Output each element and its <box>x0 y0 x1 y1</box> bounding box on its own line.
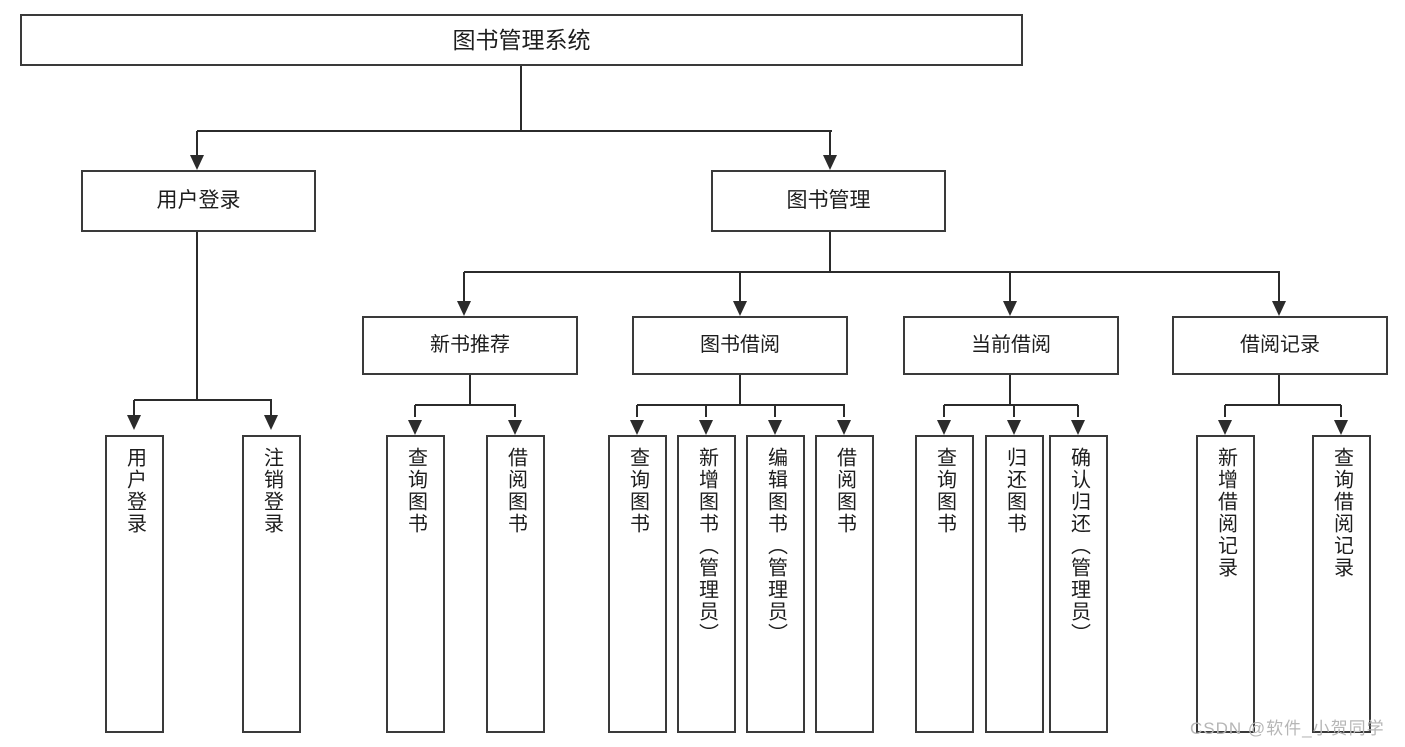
node-leaf-borrow-book-rec-label: 借阅图书 <box>504 447 527 535</box>
edge-bm-c4 <box>1278 272 1280 301</box>
node-root[interactable]: 图书管理系统 <box>20 14 1023 66</box>
edge-root-trunk <box>520 66 522 131</box>
edge-user-login-c1 <box>133 400 135 415</box>
edge-book-manage-trunk <box>829 232 831 272</box>
edge-record-c2 <box>1340 405 1342 417</box>
arrowhead-leaf-8 <box>837 420 851 435</box>
node-leaf-borrow-book-rec[interactable]: 借阅图书 <box>486 435 545 733</box>
edge-bm-c1 <box>463 272 465 301</box>
node-leaf-query-book[interactable]: 查询图书 <box>608 435 667 733</box>
node-leaf-edit-book-admin-label: 编辑图书（管理员） <box>764 447 787 645</box>
node-leaf-confirm-return-admin[interactable]: 确认归还（管理员） <box>1049 435 1108 733</box>
edge-root-to-book-manage <box>829 131 831 155</box>
edge-current-c3 <box>1077 405 1079 417</box>
node-leaf-borrow-book[interactable]: 借阅图书 <box>815 435 874 733</box>
arrowhead-book-manage <box>823 155 837 170</box>
edge-current-bus <box>944 404 1078 406</box>
arrowhead-leaf-4 <box>508 420 522 435</box>
edge-current-c1 <box>943 405 945 417</box>
node-leaf-edit-book-admin[interactable]: 编辑图书（管理员） <box>746 435 805 733</box>
node-leaf-return-book[interactable]: 归还图书 <box>985 435 1044 733</box>
edge-borrow-c4 <box>843 405 845 417</box>
node-user-login-label: 用户登录 <box>156 188 241 212</box>
edge-borrow-trunk <box>739 375 741 405</box>
edge-record-trunk <box>1278 375 1280 405</box>
node-leaf-query-book-label: 查询图书 <box>626 447 649 535</box>
edge-current-trunk <box>1009 375 1011 405</box>
edge-current-c2 <box>1013 405 1015 417</box>
node-leaf-borrow-book-label: 借阅图书 <box>833 447 856 535</box>
node-leaf-add-borrow-record[interactable]: 新增借阅记录 <box>1196 435 1255 733</box>
edge-root-bus <box>197 130 832 132</box>
arrowhead-leaf-9 <box>937 420 951 435</box>
arrowhead-leaf-6 <box>699 420 713 435</box>
arrowhead-user-login <box>190 155 204 170</box>
node-user-login[interactable]: 用户登录 <box>81 170 316 232</box>
arrowhead-current-borrow <box>1003 301 1017 316</box>
node-new-book-recommend-label: 新书推荐 <box>430 334 510 356</box>
node-book-borrow-label: 图书借阅 <box>700 334 780 356</box>
edge-user-login-trunk <box>196 232 198 400</box>
node-leaf-query-book-cur[interactable]: 查询图书 <box>915 435 974 733</box>
node-leaf-query-book-rec[interactable]: 查询图书 <box>386 435 445 733</box>
edge-rec-c2 <box>514 405 516 417</box>
edge-root-to-user-login <box>196 131 198 155</box>
arrowhead-leaf-2 <box>264 415 278 430</box>
arrowhead-leaf-3 <box>408 420 422 435</box>
arrowhead-leaf-7 <box>768 420 782 435</box>
edge-rec-c1 <box>414 405 416 417</box>
node-book-manage[interactable]: 图书管理 <box>711 170 946 232</box>
node-leaf-add-borrow-record-label: 新增借阅记录 <box>1214 447 1237 579</box>
edge-book-manage-bus <box>464 271 1280 273</box>
edge-record-c1 <box>1224 405 1226 417</box>
node-leaf-query-book-rec-label: 查询图书 <box>404 447 427 535</box>
edge-record-bus <box>1225 404 1341 406</box>
node-leaf-logout-label: 注销登录 <box>260 447 283 535</box>
node-current-borrow-label: 当前借阅 <box>971 334 1051 356</box>
node-leaf-user-login-label: 用户登录 <box>123 447 146 535</box>
edge-borrow-c1 <box>636 405 638 417</box>
edge-borrow-bus <box>637 404 845 406</box>
node-leaf-query-borrow-record-label: 查询借阅记录 <box>1330 447 1353 579</box>
node-borrow-record[interactable]: 借阅记录 <box>1172 316 1388 375</box>
edge-borrow-c2 <box>705 405 707 417</box>
edge-rec-bus <box>415 404 516 406</box>
arrowhead-leaf-5 <box>630 420 644 435</box>
node-leaf-confirm-return-admin-label: 确认归还（管理员） <box>1067 447 1090 645</box>
arrowhead-new-book-rec <box>457 301 471 316</box>
edge-bm-c2 <box>739 272 741 301</box>
node-leaf-add-book-admin-label: 新增图书（管理员） <box>695 447 718 645</box>
arrowhead-book-borrow <box>733 301 747 316</box>
node-leaf-return-book-label: 归还图书 <box>1003 447 1026 535</box>
node-leaf-user-login[interactable]: 用户登录 <box>105 435 164 733</box>
node-root-label: 图书管理系统 <box>452 26 591 53</box>
arrowhead-borrow-record <box>1272 301 1286 316</box>
arrowhead-leaf-1 <box>127 415 141 430</box>
node-book-borrow[interactable]: 图书借阅 <box>632 316 848 375</box>
node-leaf-query-book-cur-label: 查询图书 <box>933 447 956 535</box>
edge-user-login-bus <box>134 399 272 401</box>
edge-user-login-c2 <box>270 400 272 415</box>
edge-borrow-c3 <box>774 405 776 417</box>
arrowhead-leaf-12 <box>1218 420 1232 435</box>
node-leaf-add-book-admin[interactable]: 新增图书（管理员） <box>677 435 736 733</box>
edge-rec-trunk <box>469 375 471 405</box>
node-new-book-recommend[interactable]: 新书推荐 <box>362 316 578 375</box>
node-book-manage-label: 图书管理 <box>786 188 871 212</box>
arrowhead-leaf-11 <box>1071 420 1085 435</box>
arrowhead-leaf-13 <box>1334 420 1348 435</box>
node-leaf-query-borrow-record[interactable]: 查询借阅记录 <box>1312 435 1371 733</box>
watermark: CSDN @软件_小贺同学 <box>1190 719 1385 738</box>
edge-bm-c3 <box>1009 272 1011 301</box>
node-leaf-logout[interactable]: 注销登录 <box>242 435 301 733</box>
arrowhead-leaf-10 <box>1007 420 1021 435</box>
node-current-borrow[interactable]: 当前借阅 <box>903 316 1119 375</box>
node-borrow-record-label: 借阅记录 <box>1240 334 1320 356</box>
